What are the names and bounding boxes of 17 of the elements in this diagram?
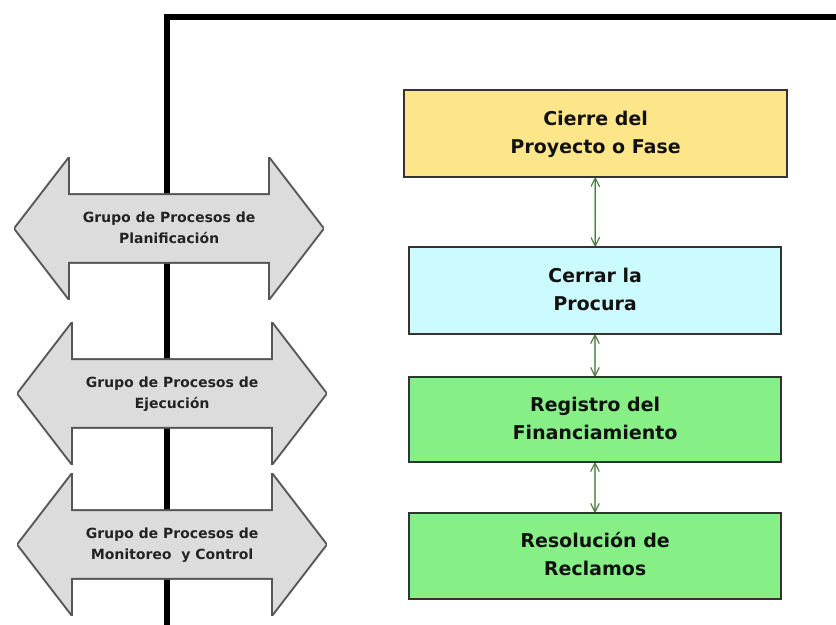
group-label: Grupo de Procesos de Planificación [82,209,256,248]
process-box [408,376,782,463]
group-label: Grupo de Procesos de Monitoreo y Control [84,525,260,564]
double-arrow-shape [17,473,327,616]
double-arrow-shape [14,157,324,300]
double-arrow [590,334,600,377]
double-arrow [590,462,600,513]
double-arrow [590,177,600,247]
process-box [408,246,782,335]
box-label: Cerrar la Procura [547,264,643,316]
double-arrow-shape [17,322,327,465]
group-label: Grupo de Procesos de Ejecución [84,374,260,414]
box-label: Registro del Financiamiento [512,392,678,446]
box-label: Cierre del Proyecto o Fase [509,106,682,160]
process-box [408,512,782,600]
box-label: Resolución de Reclamos [519,529,671,582]
process-box [403,89,788,178]
